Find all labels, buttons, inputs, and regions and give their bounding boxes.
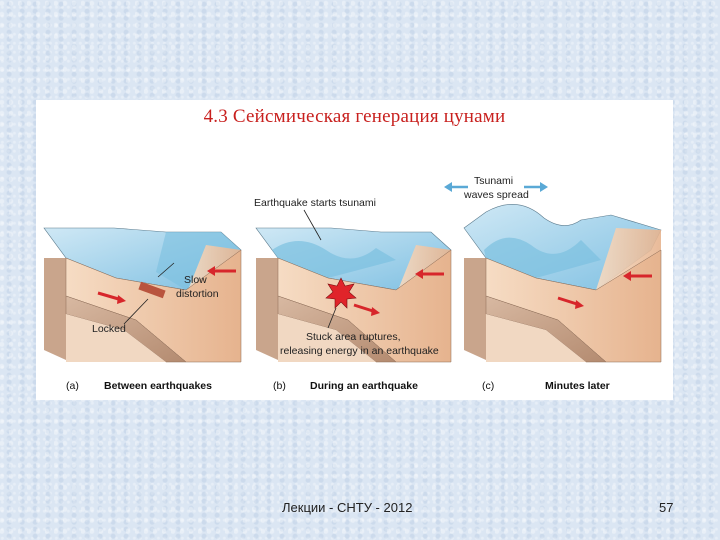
label-locked: Locked (92, 323, 126, 335)
label-waves-spread: waves spread (463, 189, 529, 201)
figure-panel: 4.3 Сейсмическая генерация цунами (36, 100, 673, 400)
caption-c-letter: (c) (482, 380, 494, 392)
rupture-burst-icon (325, 277, 357, 309)
locked-patch (138, 281, 166, 299)
slide-title: 4.3 Сейсмическая генерация цунами (203, 106, 506, 127)
block-between-earthquakes: Slow distortion Locked (43, 227, 242, 363)
caption-a-letter: (a) (66, 380, 79, 392)
label-rupture-1: Stuck area ruptures, (306, 331, 401, 343)
footer-text: Лекции - СНТУ - 2012 (282, 500, 413, 515)
caption-a: Between earthquakes (104, 380, 212, 392)
tsunami-diagram: Slow distortion Locked Earthquake starts (43, 175, 662, 392)
block-minutes-later: Tsunami waves spread (444, 175, 662, 363)
caption-b: During an earthquake (310, 380, 418, 392)
block-during-earthquake: Earthquake starts tsunami Stuck area rup… (254, 197, 452, 363)
label-earthquake-starts: Earthquake starts tsunami (254, 197, 376, 209)
caption-c: Minutes later (545, 380, 610, 392)
label-tsunami: Tsunami (474, 175, 513, 187)
label-slow: Slow (184, 274, 207, 286)
label-distortion: distortion (176, 288, 219, 300)
page-number: 57 (659, 500, 674, 515)
label-rupture-2: releasing energy in an earthquake (280, 345, 439, 357)
caption-b-letter: (b) (273, 380, 286, 392)
